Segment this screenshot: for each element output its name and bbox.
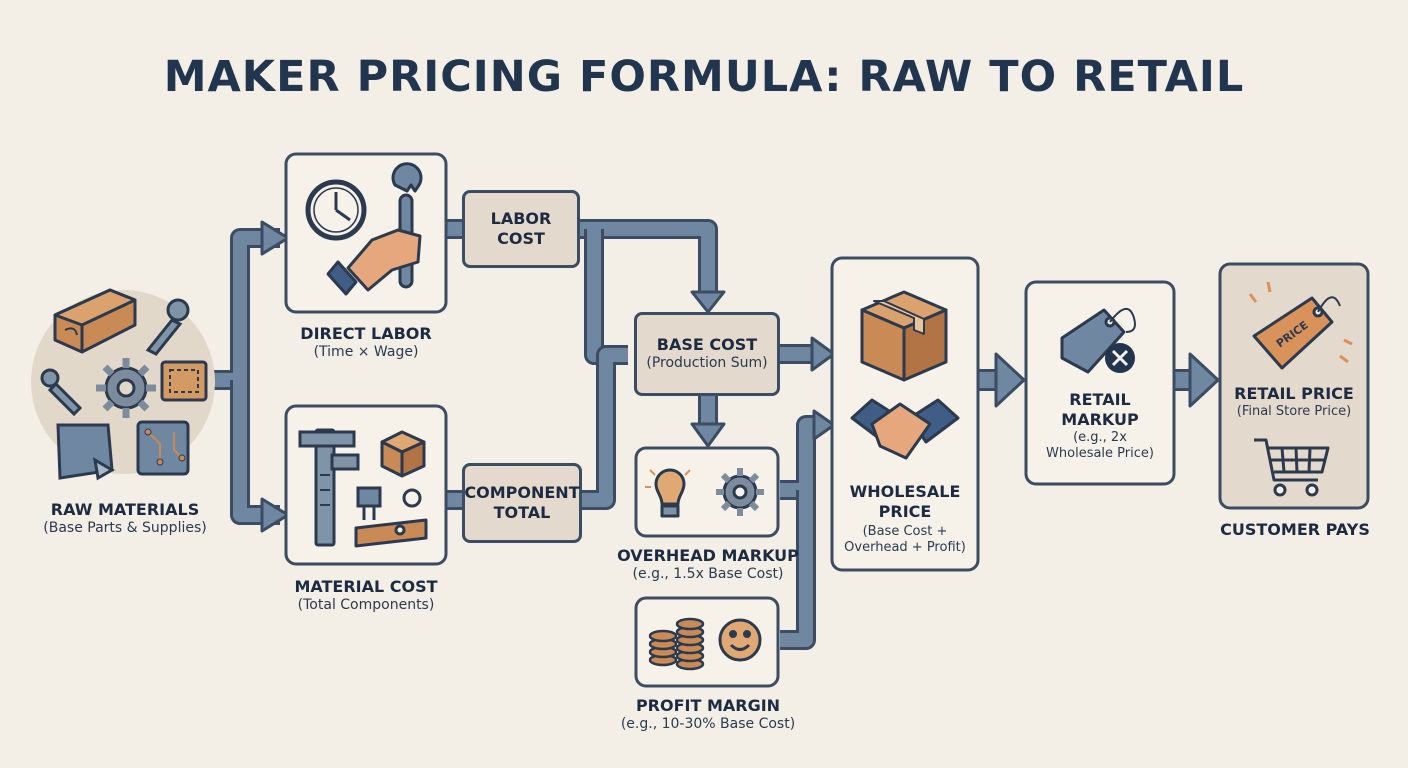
arrowhead-to-retail-price	[1188, 352, 1220, 408]
package-box-icon	[860, 290, 948, 382]
component-total-line2: TOTAL	[493, 503, 551, 522]
circuit-board-icon	[136, 420, 190, 476]
screw-icon	[145, 298, 190, 356]
material-cost-title: MATERIAL COST	[294, 577, 438, 596]
wholesale-line2: PRICE	[878, 502, 932, 521]
overhead-label: OVERHEAD MARKUP (e.g., 1.5x Base Cost)	[606, 546, 810, 584]
raw-materials-cluster	[31, 288, 215, 481]
arrowhead-to-retail-markup	[994, 352, 1026, 408]
retail-price-box: PRICE	[1218, 262, 1370, 510]
wrench-hand-icon	[326, 162, 423, 296]
retail-markup-sub2: Wholesale Price)	[1046, 446, 1154, 462]
coins-icon	[648, 617, 705, 671]
price-tag-icon	[1060, 308, 1136, 374]
arrowhead-to-wholesale-top	[810, 336, 836, 372]
connector-raw-split	[210, 228, 280, 525]
profit-box	[634, 596, 780, 688]
profit-sub: (e.g., 10-30% Base Cost)	[620, 716, 796, 732]
price-tag-icon: PRICE	[1248, 281, 1353, 370]
bolt-icon	[40, 368, 83, 417]
clock-icon	[305, 179, 367, 241]
wholesale-sub2: Overhead + Profit)	[844, 540, 966, 556]
base-cost-sub: (Production Sum)	[646, 355, 768, 372]
handshake-icon	[850, 398, 960, 460]
profit-title: PROFIT MARGIN	[635, 696, 781, 715]
arrowhead-to-wholesale-bottom	[812, 409, 836, 441]
labor-cost-line2: COST	[497, 229, 545, 248]
retail-price-title: RETAIL PRICE	[1234, 384, 1354, 403]
shopping-cart-icon	[1254, 438, 1330, 497]
arrowhead-to-base	[690, 290, 726, 314]
direct-labor-sub: (Time × Wage)	[313, 344, 419, 360]
smiley-icon	[718, 618, 762, 662]
retail-price-label: RETAIL PRICE (Final Store Price)	[1220, 384, 1368, 420]
cube-icon	[380, 430, 426, 478]
arrowhead-to-labor	[260, 220, 290, 256]
material-cost-label: MATERIAL COST (Total Components)	[276, 577, 456, 615]
labor-cost-pill: LABOR COST	[462, 190, 580, 268]
wholesale-box	[830, 256, 980, 572]
direct-labor-box	[284, 152, 448, 314]
retail-markup-sub1: (e.g., 2x	[1073, 430, 1127, 445]
retail-markup-box	[1024, 280, 1176, 486]
arrowhead-to-material	[260, 497, 290, 533]
gear-icon	[96, 358, 156, 418]
base-cost-label: BASE COST	[656, 335, 758, 355]
base-cost-pill: BASE COST (Production Sum)	[634, 312, 780, 396]
arrowheads	[260, 220, 1220, 533]
caliper-icon	[298, 428, 360, 547]
page-title: MAKER PRICING FORMULA: RAW TO RETAIL	[163, 52, 1245, 102]
multiply-icon	[1105, 343, 1135, 373]
wholesale-sub1: (Base Cost +	[862, 524, 948, 539]
component-total-pill: COMPONENT TOTAL	[462, 463, 582, 543]
gear-icon	[716, 468, 764, 516]
material-cost-box	[284, 404, 448, 566]
wholesale-label: WHOLESALE PRICE (Base Cost + Overhead + …	[832, 482, 978, 557]
bracket-icon	[354, 518, 428, 548]
component-icon	[356, 486, 422, 520]
fabric-swatch-icon	[160, 360, 208, 402]
component-total-line1: COMPONENT	[464, 483, 580, 502]
arrowhead-to-overhead	[690, 422, 726, 448]
wood-plank-icon	[53, 288, 137, 354]
profit-label: PROFIT MARGIN (e.g., 10-30% Base Cost)	[596, 696, 820, 734]
raw-materials-label: RAW MATERIALS (Base Parts & Supplies)	[20, 500, 230, 538]
cloth-icon	[56, 423, 115, 481]
wholesale-line1: WHOLESALE	[849, 482, 961, 501]
retail-price-sub: (Final Store Price)	[1236, 404, 1352, 419]
customer-pays-label: CUSTOMER PAYS	[1206, 520, 1384, 540]
raw-materials-title: RAW MATERIALS	[50, 500, 200, 519]
lightbulb-icon	[645, 468, 691, 518]
retail-markup-line2: MARKUP	[1061, 410, 1139, 429]
labor-cost-line1: LABOR	[490, 209, 552, 228]
overhead-sub: (e.g., 1.5x Base Cost)	[632, 566, 784, 582]
customer-pays-title: CUSTOMER PAYS	[1220, 520, 1370, 539]
raw-materials-sub: (Base Parts & Supplies)	[43, 520, 207, 536]
material-cost-sub: (Total Components)	[297, 597, 435, 613]
overhead-box	[634, 446, 780, 538]
direct-labor-label: DIRECT LABOR (Time × Wage)	[276, 324, 456, 362]
direct-labor-title: DIRECT LABOR	[300, 324, 432, 343]
retail-markup-label: RETAIL MARKUP (e.g., 2x Wholesale Price)	[1026, 390, 1174, 463]
overhead-title: OVERHEAD MARKUP	[617, 546, 799, 565]
retail-markup-line1: RETAIL	[1069, 390, 1131, 409]
